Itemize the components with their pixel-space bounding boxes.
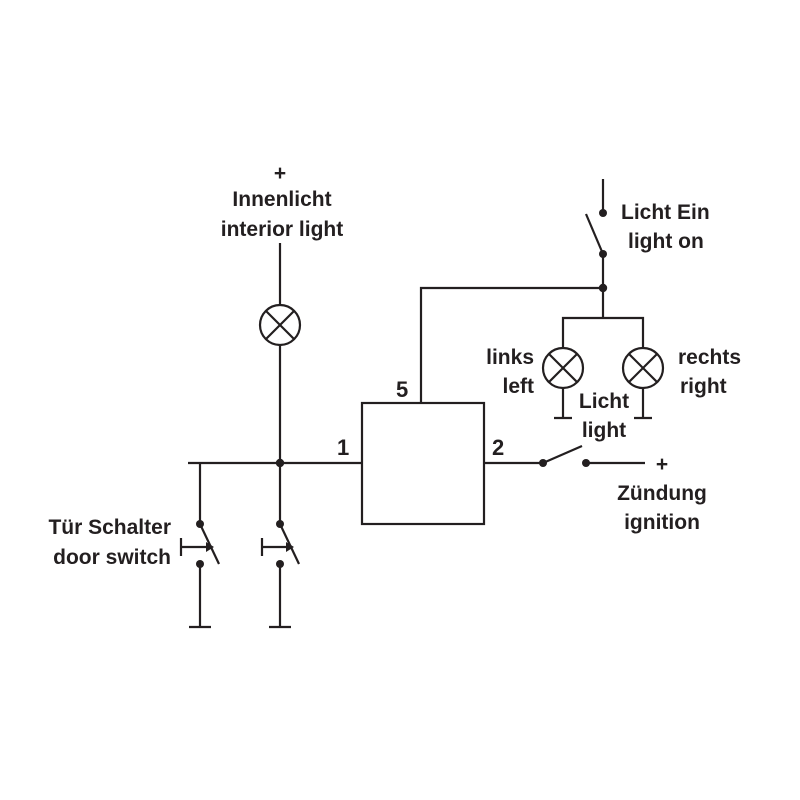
door-switch-right-icon — [260, 523, 300, 565]
relay-pin-1-label: 1 — [337, 435, 349, 460]
ignition-label-de: Zündung — [617, 482, 707, 505]
light-label-de: Licht — [579, 390, 629, 413]
light-on-switch-contact-top — [599, 209, 607, 217]
relay-pin-5-label: 5 — [396, 377, 408, 402]
wire-pin5 — [419, 286, 603, 403]
relay-box — [360, 401, 486, 526]
light-switch-lever-icon — [542, 444, 583, 465]
lamp-left-label-en: left — [503, 375, 535, 398]
door-switch-left-icon — [179, 523, 220, 565]
lamp-left-icon — [541, 346, 585, 390]
interior-lamp-icon — [258, 303, 302, 347]
interior-light-label-de: Innenlicht — [232, 188, 331, 211]
lamp-right-label-de: rechts — [678, 346, 741, 369]
ignition-plus: + — [656, 453, 668, 476]
light-switch-label-de: Licht Ein — [621, 201, 710, 224]
relay-pin-2-label: 2 — [492, 435, 504, 460]
light-label-en: light — [582, 419, 626, 442]
lamp-right-icon — [621, 346, 665, 390]
light-on-switch-lever-icon — [584, 213, 605, 255]
door-switch-label-de: Tür Schalter — [48, 516, 171, 539]
lamp-right-label-en: right — [680, 375, 727, 398]
door-switch-label-en: door switch — [53, 546, 171, 569]
wire-lamp-split — [561, 316, 645, 348]
lamp-left-label-de: links — [486, 346, 534, 369]
ignition-label-en: ignition — [624, 511, 700, 534]
interior-light-plus: + — [274, 162, 286, 185]
interior-light-label-en: interior light — [221, 218, 344, 241]
light-switch-label-en: light on — [628, 230, 704, 253]
